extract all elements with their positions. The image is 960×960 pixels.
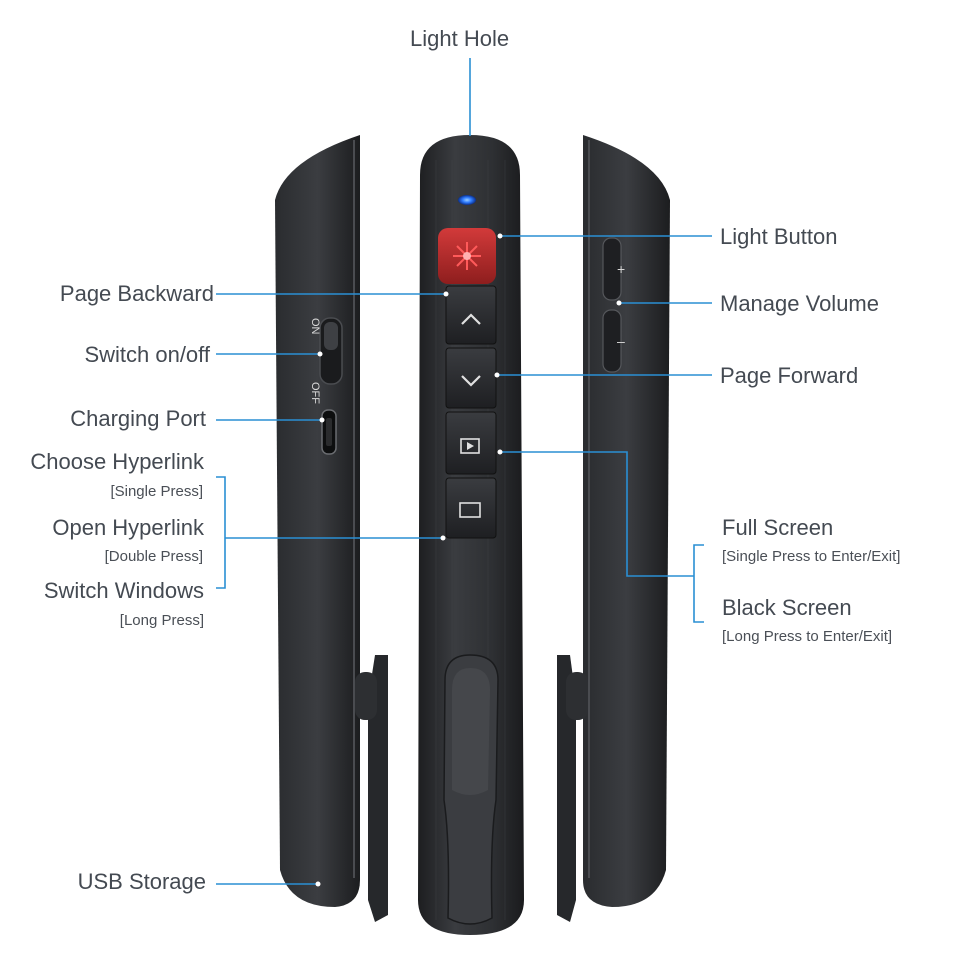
left-side-body <box>275 135 360 907</box>
callout-dots <box>315 233 622 887</box>
left-clip-bump <box>355 672 377 720</box>
hyperlink-button[interactable] <box>445 477 497 539</box>
chevron-down-icon <box>461 375 481 387</box>
callout-full-screen-bracket <box>693 544 704 623</box>
blank-screen-icon <box>459 502 481 518</box>
label-page-forward: Page Forward <box>720 363 859 388</box>
label-open-hyperlink: Open Hyperlink <box>52 515 204 540</box>
callout-full-screen <box>500 451 694 577</box>
power-switch-knob <box>324 322 338 350</box>
label-black-screen-note: [Long Press to Enter/Exit] <box>722 628 893 645</box>
right-side-view: + – <box>557 135 670 922</box>
label-usb-storage: USB Storage <box>77 869 206 894</box>
charging-port-slot <box>326 418 332 446</box>
label-switch-windows: Switch Windows <box>43 578 204 603</box>
left-clip <box>368 655 388 922</box>
callout-hyperlink-bracket <box>216 476 226 589</box>
label-full-screen: Full Screen <box>722 515 834 540</box>
switch-off-text: OFF <box>309 382 321 404</box>
right-clip-bump <box>566 672 588 720</box>
label-light-button: Light Button <box>720 224 838 249</box>
switch-on-text: ON <box>309 318 321 335</box>
label-switch-on-off: Switch on/off <box>84 342 210 367</box>
volume-plus-text: + <box>617 261 625 277</box>
label-choose-hyperlink-note: [Single Press] <box>110 483 203 500</box>
play-icon <box>467 442 474 450</box>
status-led <box>458 195 476 205</box>
label-black-screen: Black Screen <box>722 595 852 620</box>
volume-down-button[interactable] <box>602 309 622 373</box>
right-clip <box>557 655 576 922</box>
label-page-backward: Page Backward <box>59 281 214 306</box>
page-forward-button[interactable] <box>445 347 497 409</box>
left-side-view: ON OFF <box>275 135 388 922</box>
label-switch-windows-note: [Long Press] <box>119 612 204 629</box>
label-manage-volume: Manage Volume <box>720 291 879 316</box>
volume-up-button[interactable] <box>602 237 622 301</box>
label-open-hyperlink-note: [Double Press] <box>104 548 203 565</box>
volume-minus-text: – <box>617 333 625 349</box>
front-clip-shade <box>452 668 490 795</box>
front-view <box>418 135 524 935</box>
label-charging-port: Charging Port <box>70 406 206 431</box>
laser-star-center <box>463 252 471 260</box>
full-screen-button[interactable] <box>445 411 497 475</box>
play-icon-frame <box>460 438 480 454</box>
chevron-up-icon <box>461 313 481 325</box>
callout-lines <box>216 58 712 885</box>
label-full-screen-note: [Single Press to Enter/Exit] <box>722 548 901 565</box>
label-light-hole: Light Hole <box>410 26 510 51</box>
label-choose-hyperlink: Choose Hyperlink <box>30 449 204 474</box>
